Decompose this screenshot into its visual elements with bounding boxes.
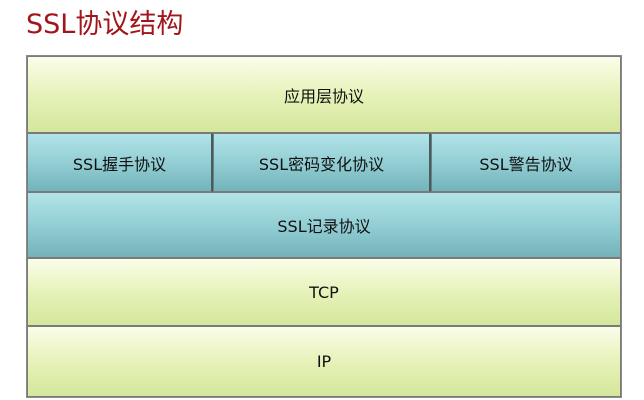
handshake-protocol-label: SSL握手协议 [72,154,167,174]
record-protocol-box: SSL记录协议 [27,192,621,258]
application-layer-box: 应用层协议 [27,56,621,133]
tcp-layer-label: TCP [309,282,339,302]
cipher-change-protocol-label: SSL密码变化协议 [258,154,385,174]
alert-protocol-box: SSL警告协议 [431,133,621,192]
page-title: SSL协议结构 [26,9,184,40]
application-layer-label: 应用层协议 [283,86,364,106]
record-protocol-label: SSL记录协议 [277,217,371,236]
alert-protocol-label: SSL警告协议 [479,154,573,174]
cipher-change-protocol-box: SSL密码变化协议 [213,133,431,192]
ssl-upper-protocols-row: SSL握手协议 SSL密码变化协议 SSL警告协议 [27,133,621,192]
ip-layer-box: IP [27,326,621,397]
tcp-layer-box: TCP [27,258,621,326]
handshake-protocol-box: SSL握手协议 [27,133,213,192]
ip-layer-label: IP [316,352,332,371]
ssl-protocol-stack-diagram: 应用层协议 SSL握手协议 SSL密码变化协议 SSL警告协议 SSL记录协议 … [26,55,622,398]
